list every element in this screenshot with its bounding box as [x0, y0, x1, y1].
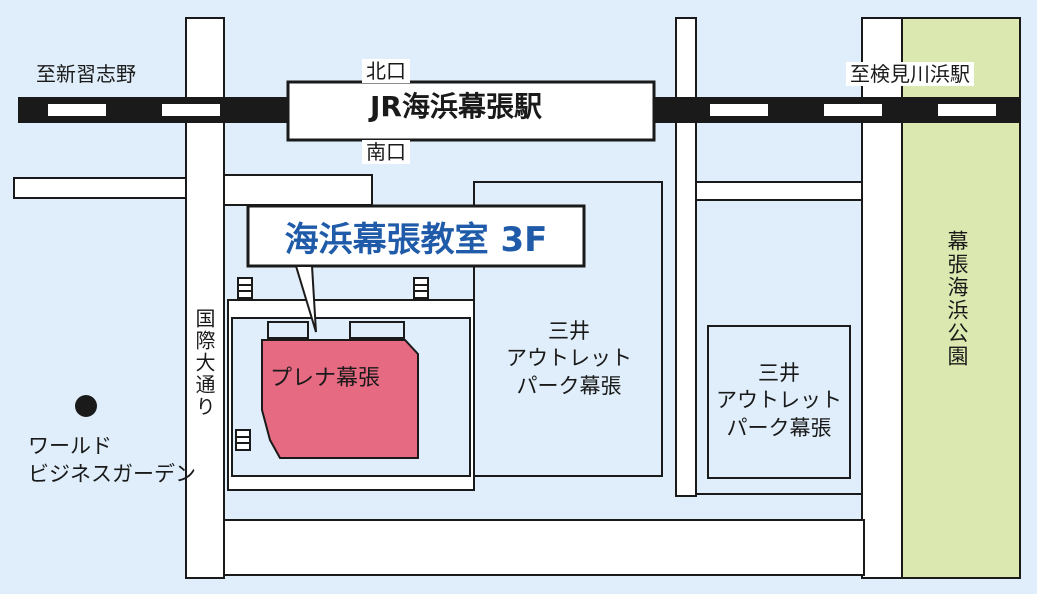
- stairs-icon: [413, 277, 429, 299]
- road-station-plaza: [223, 174, 373, 206]
- mitsui-outlet-label-1: 三井 アウトレット パーク幕張: [506, 319, 632, 398]
- station-name: JR海浜幕張駅: [370, 90, 542, 123]
- plena-building[interactable]: [261, 339, 419, 459]
- mitsui-outlet-label-2: 三井 アウトレット パーク幕張: [716, 361, 842, 440]
- plena-annex-2: [349, 321, 405, 339]
- park-label: 幕張海浜公園: [945, 230, 969, 368]
- direction-west-label: 至新習志野: [36, 62, 136, 86]
- mitsui-outlet-building-2: [707, 325, 851, 479]
- stairs-icon: [237, 277, 253, 299]
- road-horizontal-south: [223, 519, 865, 576]
- callout-pointer: [294, 265, 317, 333]
- north-exit-label: 北口: [362, 59, 410, 83]
- roads: [13, 17, 903, 579]
- plena-label: プレナ幕張: [270, 366, 381, 391]
- station-box[interactable]: [286, 80, 656, 142]
- road-vertical-mid: [675, 17, 697, 497]
- south-exit-label: 南口: [362, 140, 410, 164]
- classroom-callout-label: 海浜幕張教室 3F: [284, 219, 548, 260]
- dot-marker-icon: [75, 395, 97, 417]
- railway-dashes: [48, 104, 996, 116]
- road-horizontal-west: [13, 177, 187, 199]
- plena-annex-1: [267, 321, 309, 339]
- kokusai-odori-label: 国際大通り: [192, 308, 216, 418]
- callout-box: [246, 204, 586, 268]
- road-horizontal-east: [695, 181, 863, 201]
- world-business-garden-label: ワールド ビジネスガーデン: [28, 434, 196, 487]
- direction-east-label: 至検見川浜駅: [846, 62, 974, 86]
- stairs-icon: [235, 429, 251, 451]
